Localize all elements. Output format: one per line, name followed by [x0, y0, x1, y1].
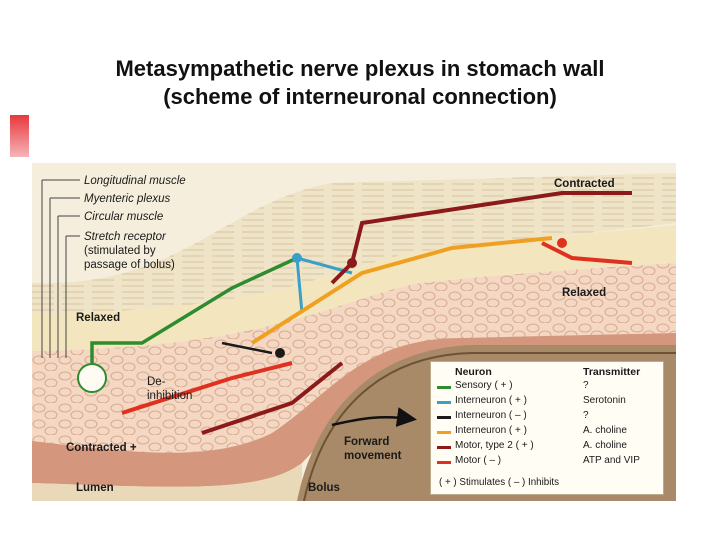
label-myenteric-plexus: Myenteric plexus [84, 193, 171, 205]
legend-swatch [437, 386, 451, 389]
legend-swatch [437, 461, 451, 464]
stomach-wall-diagram: Longitudinal muscle Myenteric plexus Cir… [32, 163, 676, 501]
slide-title: Metasympathetic nerve plexus in stomach … [0, 55, 720, 111]
legend-transmitter: Serotonin [583, 395, 626, 406]
legend-neuron: Interneuron ( + ) [455, 395, 527, 406]
label-movement: movement [344, 450, 402, 462]
legend-row: Motor ( – ) ATP and VIP [437, 455, 661, 469]
legend-neuron: Interneuron ( – ) [455, 410, 527, 421]
legend-header-transmitter: Transmitter [583, 366, 640, 378]
label-stretch-receptor-line2: (stimulated by [84, 245, 156, 257]
legend-row: Motor, type 2 ( + ) A. choline [437, 440, 661, 454]
legend-footer: ( + ) Stimulates ( – ) Inhibits [439, 477, 559, 488]
legend-neuron: Motor, type 2 ( + ) [455, 440, 534, 451]
label-relaxed-left: Relaxed [76, 312, 120, 324]
title-line-2: (scheme of interneuronal connection) [0, 83, 720, 111]
label-bolus: Bolus [308, 482, 340, 494]
label-relaxed-right: Relaxed [562, 287, 606, 299]
legend-transmitter: ? [583, 410, 589, 421]
title-line-1: Metasympathetic nerve plexus in stomach … [0, 55, 720, 83]
legend-swatch [437, 401, 451, 404]
legend-neuron: Sensory ( + ) [455, 380, 513, 391]
label-deinhibition-line2: inhibition [147, 390, 192, 402]
legend-swatch [437, 416, 451, 419]
label-lumen: Lumen [76, 482, 114, 494]
label-deinhibition: De- [147, 376, 166, 388]
label-longitudinal-muscle: Longitudinal muscle [84, 175, 186, 187]
accent-bar [10, 115, 29, 157]
legend-header-neuron: Neuron [455, 366, 492, 378]
legend-transmitter: A. choline [583, 440, 627, 451]
legend-swatch [437, 446, 451, 449]
legend-neuron: Interneuron ( + ) [455, 425, 527, 436]
legend-row: Interneuron ( + ) Serotonin [437, 395, 661, 409]
label-circular-muscle: Circular muscle [84, 211, 163, 223]
legend-transmitter: ATP and VIP [583, 455, 640, 466]
legend: Neuron Transmitter Sensory ( + ) ? Inter… [430, 361, 664, 495]
legend-swatch [437, 431, 451, 434]
legend-neuron: Motor ( – ) [455, 455, 501, 466]
label-stretch-receptor: Stretch receptor [84, 231, 167, 243]
legend-row: Sensory ( + ) ? [437, 380, 661, 394]
legend-row: Interneuron ( + ) A. choline [437, 425, 661, 439]
stretch-receptor-ending [78, 364, 106, 392]
legend-row: Interneuron ( – ) ? [437, 410, 661, 424]
label-contracted-bottom: Contracted + [66, 442, 137, 454]
legend-transmitter: A. choline [583, 425, 627, 436]
legend-transmitter: ? [583, 380, 589, 391]
label-stretch-receptor-line3: passage of bolus) [84, 259, 175, 271]
label-forward: Forward [344, 436, 389, 448]
label-contracted-top: Contracted [554, 178, 615, 190]
